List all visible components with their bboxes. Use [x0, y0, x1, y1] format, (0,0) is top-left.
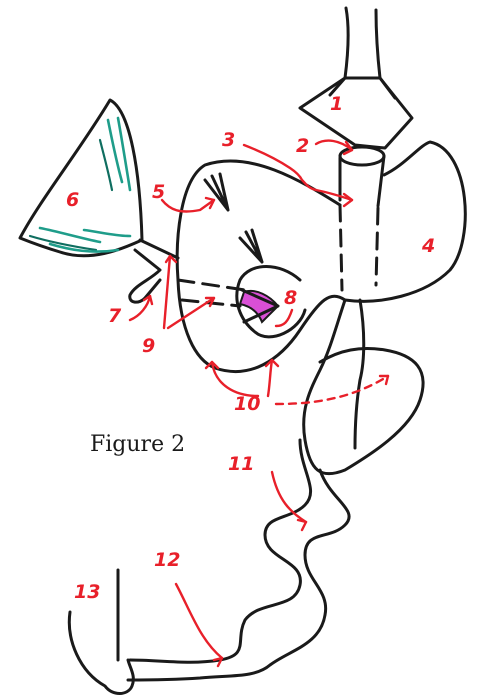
label-11: 11 — [228, 453, 254, 475]
bile-duct — [130, 240, 178, 302]
dashed-tube — [340, 205, 378, 290]
arrow-8 — [276, 310, 292, 326]
structure-1-diamond — [300, 78, 412, 148]
label-4: 4 — [421, 235, 435, 257]
arrow-9a — [164, 256, 170, 328]
spike-marks-lower — [240, 230, 262, 262]
label-10: 10 — [234, 393, 260, 415]
structure-2-cylinder-top — [340, 147, 384, 165]
label-12: 12 — [154, 549, 180, 571]
structure-6-funnel — [20, 100, 142, 256]
arrow-10a — [212, 362, 258, 396]
arrow-5 — [162, 200, 214, 212]
label-2: 2 — [296, 135, 309, 157]
label-1: 1 — [330, 93, 343, 115]
label-6: 6 — [66, 189, 79, 211]
arrow-7 — [130, 296, 150, 320]
label-3: 3 — [222, 129, 235, 151]
arrow-9b — [168, 298, 214, 328]
structure-8-highlight — [240, 291, 278, 322]
arrow-10c — [276, 376, 388, 404]
label-5: 5 — [152, 181, 165, 203]
label-7: 7 — [108, 305, 122, 327]
label-8: 8 — [284, 287, 297, 309]
structure-6-hatching — [30, 118, 130, 252]
label-9: 9 — [142, 335, 155, 357]
figure-caption: Figure 2 — [90, 432, 185, 457]
structure-10-inner — [355, 300, 364, 448]
label-13: 13 — [74, 581, 100, 603]
arrow-12 — [176, 584, 222, 658]
arrow-10b — [268, 360, 272, 396]
